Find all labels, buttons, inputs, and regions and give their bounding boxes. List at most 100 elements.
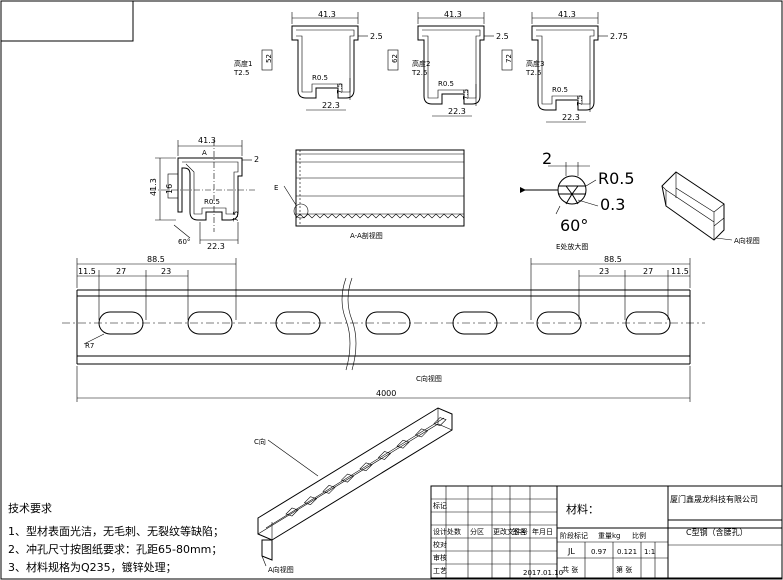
section-marker: A	[202, 149, 207, 157]
plan-left-dim-1: 11.5	[78, 267, 96, 276]
iso-label-bottom: A向视图	[268, 565, 294, 574]
profile-label-b: T2.5	[233, 69, 249, 77]
profile-dim-top: 41.3	[444, 10, 462, 19]
part-name: C型钢（含腰孔）	[686, 527, 748, 537]
side-caption: A-A剖视图	[350, 231, 383, 240]
col-label: 处数	[447, 527, 461, 536]
slot-hole	[625, 311, 671, 335]
footer-label-1: 共 张	[562, 565, 578, 574]
col-label: 签名	[512, 527, 526, 536]
notes-line-3: 3、材料规格为Q235，镀锌处理；	[8, 560, 177, 574]
row-label: 审核	[433, 553, 447, 562]
plan-left-dim-3: 23	[161, 267, 171, 276]
technical-notes: 技术要求 1、型材表面光洁，无毛刺、无裂纹等缺陷； 2、冲孔尺寸按图纸要求：孔距…	[8, 502, 224, 574]
plan-length: 4000	[376, 389, 396, 398]
profile-dim-height: 72	[505, 54, 513, 63]
section-view: 41.3 2 41.3 16 R0.5 7.5 22.3 60° A	[149, 136, 259, 251]
plan-left-span: 88.5	[147, 255, 165, 264]
profile-dim-top: 41.3	[558, 10, 576, 19]
title-grid-left: 处数分区更改文件号签名年月日 标记设计校对审核工艺	[431, 486, 557, 578]
profile-label-b: T2.5	[525, 69, 541, 77]
col-label: 更改文件号	[493, 527, 528, 536]
profile-radius: R0.5	[552, 86, 568, 94]
section-dim-height: 41.3	[149, 178, 158, 196]
hole-row	[98, 311, 671, 335]
title-block: 处数分区更改文件号签名年月日标记设计校对审核工艺 材料： 厦门鑫晟龙科技有限公司…	[430, 485, 783, 579]
detail-depth: 0.3	[600, 195, 625, 214]
stage-label-2: 重量kg	[598, 532, 621, 540]
profile-dim-bottom: 22.3	[562, 113, 580, 122]
stage-label-1: 阶段标记	[560, 531, 588, 540]
profile-dim-bottom: 22.3	[448, 107, 466, 116]
profile-dim-lip: 2.75	[610, 32, 628, 41]
iso-hole	[433, 417, 447, 426]
notes-title: 技术要求	[8, 502, 52, 515]
section-dim-slot: 7.5	[232, 211, 240, 222]
profile-dim-height: 62	[391, 54, 399, 63]
small-iso-caption: A向视图	[734, 236, 760, 245]
stage-value-4: 1:1	[644, 548, 655, 556]
large-iso-view: C向 A向视图	[254, 407, 453, 574]
plan-view-caption: C向视图	[416, 374, 442, 383]
slot-hole	[365, 311, 411, 335]
profile-dim-slot: 7.5	[336, 83, 344, 94]
side-detail-marker: E	[274, 184, 278, 192]
col-label: 分区	[470, 527, 484, 536]
plan-right-dim-3: 11.5	[671, 267, 689, 276]
iso-hole	[340, 473, 355, 483]
plan-view: 88.5 11.5 27 23 88.5 23 27 11.5 R7 C向视图 …	[62, 255, 705, 402]
iso-hole-row	[285, 417, 447, 517]
profile-dim-lip: 2.5	[496, 32, 509, 41]
stage-value-3: 0.121	[617, 548, 637, 556]
profile-label-a: 高度1	[234, 59, 252, 68]
plan-right-dim-2: 27	[643, 267, 653, 276]
row-label: 标记	[433, 501, 447, 510]
profile-dim-top: 41.3	[318, 10, 336, 19]
section-dim-inner: 16	[165, 184, 174, 194]
slot-hole	[275, 311, 321, 335]
profile-dim-slot: 7.5	[576, 95, 584, 106]
col-label: 年月日	[532, 527, 553, 536]
notes-line-2: 2、冲孔尺寸按图纸要求：孔距65-80mm；	[8, 542, 222, 556]
slot-hole	[536, 311, 582, 335]
stage-value-2: 0.97	[591, 548, 607, 556]
plan-right-dim-1: 23	[599, 267, 609, 276]
profile-radius: R0.5	[438, 80, 454, 88]
iso-hole	[285, 507, 299, 517]
section-dim-lip: 2	[254, 155, 259, 164]
detail-dim-width: 2	[542, 149, 552, 168]
row-label: 设计	[433, 527, 447, 536]
profile-label-a: 高度3	[526, 59, 544, 68]
notes-line-1: 1、型材表面光洁，无毛刺、无裂纹等缺陷；	[8, 524, 224, 538]
profile-dim-height: 52	[265, 54, 273, 63]
stage-label-3: 比例	[632, 531, 646, 540]
detail-caption: E处放大图	[556, 242, 588, 251]
detail-angle: 60°	[560, 216, 588, 235]
iso-hole	[359, 462, 373, 472]
iso-hole	[414, 428, 429, 438]
iso-hole	[377, 451, 392, 460]
iso-hole	[396, 439, 410, 449]
slot-hole	[187, 311, 233, 335]
iso-hole	[322, 485, 336, 494]
iso-hole	[303, 496, 318, 506]
section-angle: 60°	[178, 238, 190, 246]
row-label: 工艺	[433, 567, 447, 575]
plan-right-span: 88.5	[604, 255, 622, 264]
profile-dim-slot: 7.5	[462, 89, 470, 100]
material-label: 材料：	[566, 502, 599, 516]
detail-view: 2 R0.5 0.3 60° E处放大图	[520, 149, 635, 251]
row-label: 校对	[433, 540, 447, 549]
detail-radius: R0.5	[598, 169, 635, 188]
profile-label-a: 高度2	[412, 59, 430, 68]
footer-label-2: 第 张	[616, 565, 632, 574]
title-date: 2017.01.10	[523, 569, 563, 577]
plan-left-dim-2: 27	[116, 267, 126, 276]
profile-label-b: T2.5	[411, 69, 427, 77]
profile-dim-bottom: 22.3	[322, 101, 340, 110]
